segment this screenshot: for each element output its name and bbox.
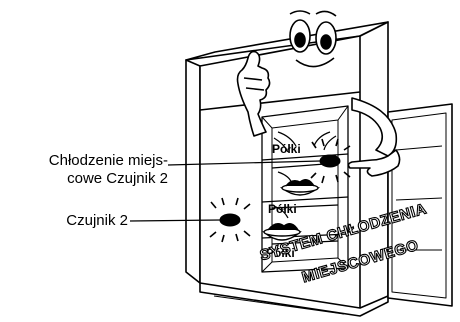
shelf-label-2: Półki [268,202,297,216]
cooling-sensor-label-line1: Chłodzenie miejs- [48,152,168,169]
shelf-label-1: Półki [272,142,301,156]
leader-lines [129,160,321,222]
cartoon-left-arm [236,50,271,137]
food-bowl-upper [279,179,321,196]
open-door [387,103,453,307]
cartoon-face [289,10,337,68]
cold-air-streaks [273,131,337,219]
food-bowl-lower [262,223,302,241]
sensor-left [209,197,251,243]
fridge-body [185,21,389,317]
sensor-upper [310,138,351,184]
cooling-sensor-label: Chłodzenie miejs- cowe Czujnik 2 [6,152,168,188]
shelf-label-3: Półki [266,246,295,260]
cartoon-right-arm [347,97,401,177]
sensor-label: Czujnik 2 [66,212,128,229]
cooling-sensor-label-line2: cowe Czujnik 2 [67,170,168,187]
